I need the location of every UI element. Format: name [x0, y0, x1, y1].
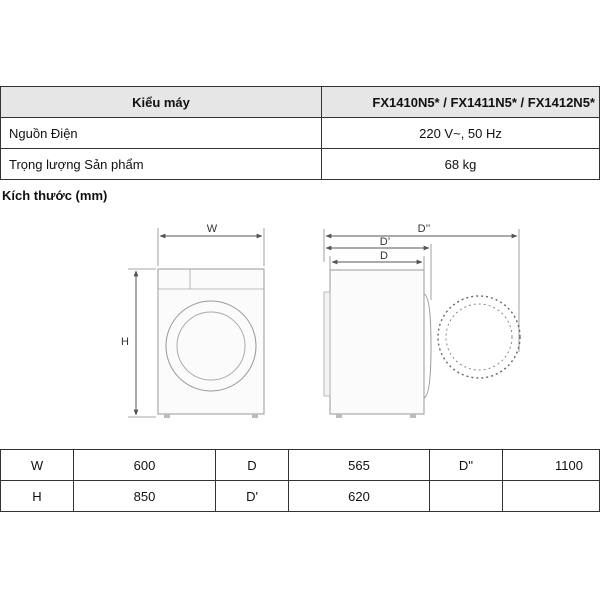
dimension-label: [429, 480, 503, 512]
dimension-value: 600: [73, 449, 216, 481]
spec-row-label: Nguồn Điện: [0, 117, 322, 149]
dimension-label: D': [215, 480, 289, 512]
dimension-diagram: W H D’’ D’ D: [121, 223, 521, 418]
washer-front-body: [157, 268, 265, 415]
width-label: W: [207, 223, 218, 235]
spec-header-row: Kiểu máy FX1410N5* / FX1411N5* / FX1412N…: [0, 86, 600, 118]
depth-door-open-label: D’’: [418, 223, 431, 235]
dimension-value: 1100: [502, 449, 600, 481]
door-closed-profile: [423, 293, 432, 399]
washer-side-body: [329, 269, 425, 415]
dimension-value: 850: [73, 480, 216, 512]
depth-with-door-label: D’: [380, 236, 390, 248]
door-outer-ring: [165, 300, 257, 392]
dimension-row: H 850 D' 620: [0, 480, 600, 512]
front-view: W H: [121, 223, 265, 418]
dimension-row: W 600 D 565 D'' 1100: [0, 449, 600, 481]
spec-header-value: FX1410N5* / FX1411N5* / FX1412N5*: [321, 86, 600, 118]
dimension-value: 565: [288, 449, 430, 481]
spec-row-value: 220 V~, 50 Hz: [321, 117, 600, 149]
spec-row-weight: Trọng lượng Sản phẩm 68 kg: [0, 148, 600, 180]
dimension-label: H: [0, 480, 74, 512]
dimensions-title: Kích thước (mm): [2, 188, 108, 203]
foot: [410, 414, 416, 418]
spec-table: Kiểu máy FX1410N5* / FX1411N5* / FX1412N…: [0, 86, 600, 180]
depth-label: D: [380, 250, 388, 262]
spec-header-label: Kiểu máy: [0, 86, 322, 118]
dimension-value: 620: [288, 480, 430, 512]
door-open-outer: [437, 295, 521, 379]
dimension-label: W: [0, 449, 74, 481]
spec-row-value: 68 kg: [321, 148, 600, 180]
rear-hose-panel: [323, 291, 331, 397]
dimension-label: D'': [429, 449, 503, 481]
spec-row-label: Trọng lượng Sản phẩm: [0, 148, 322, 180]
side-view: D’’ D’ D: [323, 223, 521, 418]
foot: [336, 414, 342, 418]
door-open-inner: [445, 303, 513, 371]
height-label: H: [121, 336, 129, 348]
dimension-value: [502, 480, 600, 512]
spec-row-power: Nguồn Điện 220 V~, 50 Hz: [0, 117, 600, 149]
door-glass: [176, 311, 246, 381]
foot: [252, 414, 258, 418]
dimension-label: D: [215, 449, 289, 481]
foot: [164, 414, 170, 418]
dimension-table: W 600 D 565 D'' 1100 H 850 D' 620: [0, 449, 600, 512]
